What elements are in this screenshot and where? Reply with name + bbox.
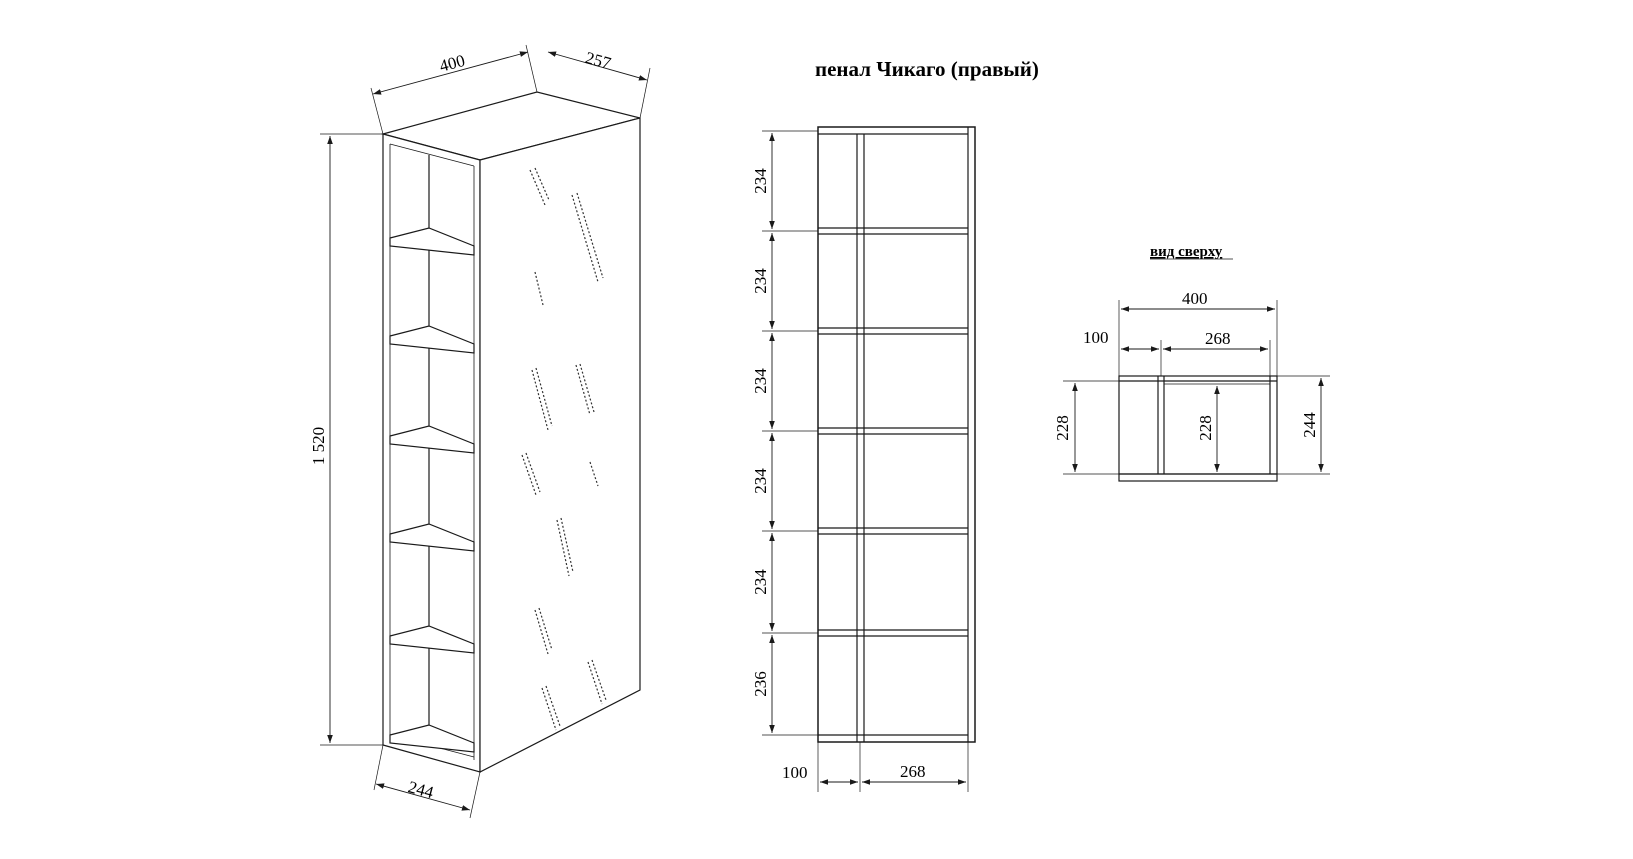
iso-width-dimension [372,51,529,95]
front-section-1-label: 234 [751,168,770,194]
iso-depth-bottom-label: 244 [406,777,436,802]
front-section-3-label: 234 [751,368,770,394]
drawing-title: пенал Чикаго (правый) [815,57,1039,81]
iso-shelves [389,227,475,753]
top-view: вид сверху 400 100 268 228 228 [1053,244,1330,482]
top-total-depth-label: 244 [1300,412,1319,438]
front-height-dimensions [762,130,818,736]
isometric-view: 400 257 1 520 244 [309,44,651,819]
iso-depth-top-dimension [547,51,648,81]
top-total-width-label: 400 [1182,289,1208,308]
iso-width-label: 400 [437,51,467,76]
front-view: 234 234 234 234 234 236 100 268 [751,126,976,792]
front-shelves [818,227,968,637]
top-inner-depth-left-label: 228 [1053,415,1072,441]
iso-side-face [479,117,641,773]
front-left-width-label: 100 [782,763,808,782]
top-left-width-label: 100 [1083,328,1109,347]
front-section-4-label: 234 [751,468,770,494]
top-front-panel [1118,473,1278,482]
top-inner-depth-mid-label: 228 [1196,415,1215,441]
front-section-5-label: 234 [751,569,770,595]
iso-height-label: 1 520 [309,427,328,465]
front-right-width-label: 268 [900,762,926,781]
top-view-label: вид сверху [1150,244,1223,260]
front-section-6-label: 236 [751,671,770,697]
iso-depth-bottom-dimension [375,783,471,811]
iso-reflection-marks [521,167,607,731]
iso-depth-top-label: 257 [583,48,613,73]
front-section-2-label: 234 [751,268,770,294]
top-right-width-label: 268 [1205,329,1231,348]
